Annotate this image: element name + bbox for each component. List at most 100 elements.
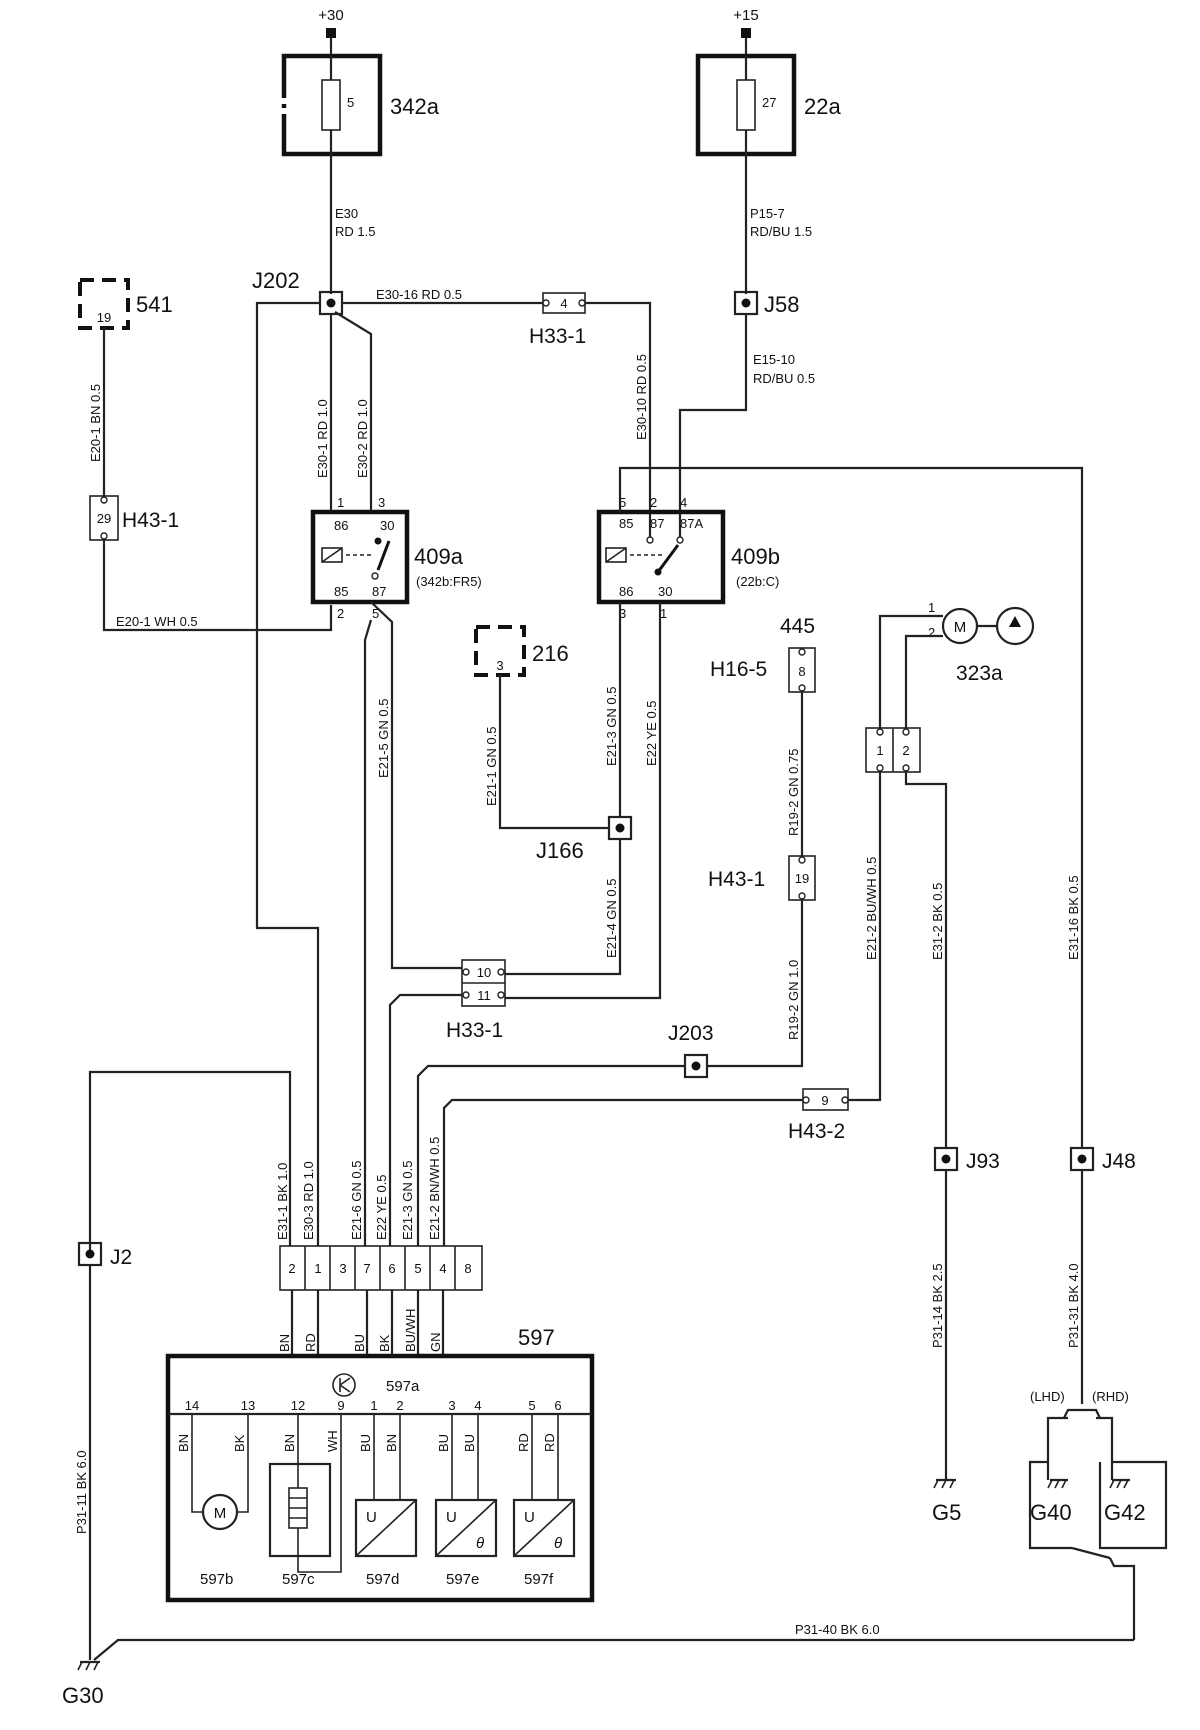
ecu-pin-6: 6 (388, 1261, 395, 1276)
wire-label-e15-10-a: E15-10 (753, 352, 795, 367)
ecu-inner-lead-3: BU (436, 1434, 451, 1452)
relay-409a-p30: 30 (380, 518, 394, 533)
ecu-inner-pin-9: 9 (337, 1398, 344, 1413)
sensor-597e-u: U (446, 1509, 457, 1526)
motor-323a-symbol: M (954, 619, 967, 636)
junction-j93: J93 (933, 1146, 1000, 1173)
ecu-lead-bn: BN (277, 1334, 292, 1352)
connector-h43-1-right: 19 H43-1 (708, 855, 816, 901)
connector-h33-1-mid-pin10: 10 (477, 965, 491, 980)
ecu-pin-7: 7 (363, 1261, 370, 1276)
junction-j202-label: J202 (252, 268, 300, 293)
component-323a-pin1: 1 (928, 600, 935, 615)
ecu-pin-3: 3 (339, 1261, 346, 1276)
wire-label-e30-3: E30-3 RD 1.0 (301, 1161, 316, 1240)
relay-409b-label: 409b (731, 544, 780, 569)
relay-409b-pin2: 2 (650, 495, 657, 510)
ecu-pin-4: 4 (439, 1261, 446, 1276)
wire-label-e21-4: E21-4 GN 0.5 (604, 879, 619, 959)
ecu-inner-lead-5: RD (516, 1433, 531, 1452)
component-216-label: 216 (532, 641, 569, 666)
pump-arrow-icon (1009, 616, 1021, 627)
component-323a-pin2: 2 (928, 625, 935, 640)
ground-g30: G30 (62, 1660, 104, 1708)
ecu-inner-pin-13: 13 (241, 1398, 255, 1413)
wire-label-e30-10: E30-10 RD 0.5 (634, 354, 649, 440)
sensor-597f-u: U (524, 1509, 535, 1526)
connector-h33-1-mid-label: H33-1 (446, 1019, 503, 1042)
relay-409a-pin3: 3 (378, 495, 385, 510)
junction-j203: J203 (668, 1022, 714, 1079)
fuse-number-22a: 27 (762, 95, 776, 110)
wire-label-e30-a: E30 (335, 206, 358, 221)
ecu-inner-lead-13: BK (232, 1434, 247, 1452)
wire-label-e21-2-dn: E21-2 BN/WH 0.5 (427, 1137, 442, 1240)
relay-409a-pin5: 5 (372, 606, 379, 621)
ecu-inner-lead-1: BU (358, 1434, 373, 1452)
ecu-pin-2: 2 (288, 1261, 295, 1276)
fuse-box-22a: 27 22a (695, 53, 841, 157)
ecu-inner-pin-1: 1 (370, 1398, 377, 1413)
ground-g40-label: G40 (1030, 1500, 1072, 1525)
supply-15: +15 (733, 7, 759, 56)
connector-h43-2-pin: 9 (821, 1093, 828, 1108)
relay-409b-ref: (22b:C) (736, 574, 779, 589)
ecu-lead-rd: RD (303, 1333, 318, 1352)
connector-h33-1-mid: 10 11 H33-1 (446, 959, 506, 1042)
ecu-inner-pin-5: 5 (528, 1398, 535, 1413)
relay-409a-ref: (342b:FR5) (416, 574, 482, 589)
motor-597b-symbol: M (214, 1505, 227, 1522)
ground-g5: G5 (932, 1478, 961, 1525)
connector-h43-1-right-pin: 19 (795, 871, 809, 886)
junction-j202: J202 (252, 268, 344, 316)
connector-h43-1-left-label: H43-1 (122, 509, 179, 532)
component-541: 19 541 (78, 278, 173, 330)
ecu-pin-5: 5 (414, 1261, 421, 1276)
junction-j58-label: J58 (764, 292, 799, 317)
ecu-inner-lead-4: BU (462, 1434, 477, 1452)
relay-409b-pin1: 1 (660, 606, 667, 621)
junction-j203-label: J203 (668, 1022, 714, 1045)
junction-j2: J2 (77, 1241, 132, 1269)
ecu-lead-buwh: BU/WH (403, 1309, 418, 1352)
wire-label-e21-3-up: E21-3 GN 0.5 (604, 687, 619, 767)
supply-15-label: +15 (733, 7, 758, 24)
ecu-inner-lead-12: BN (282, 1434, 297, 1452)
connector-h16-5-label: H16-5 (710, 658, 767, 681)
relay-409a: 1 3 86 30 85 87 2 5 409a (342b:FR5) (310, 495, 482, 621)
wire-label-r19-2-up: R19-2 GN 0.75 (786, 749, 801, 836)
wire-label-e30-16: E30-16 RD 0.5 (376, 287, 462, 302)
relay-409b-p86: 86 (619, 584, 633, 599)
connector-h16-5: 8 H16-5 (710, 647, 816, 693)
relay-409b-pin3: 3 (619, 606, 626, 621)
wire-label-e22-dn: E22 YE 0.5 (374, 1174, 389, 1240)
ecu-inner-pin-12: 12 (291, 1398, 305, 1413)
wire-label-p31-11: P31-11 BK 6.0 (74, 1450, 89, 1534)
ecu-inner-pin-4: 4 (474, 1398, 481, 1413)
component-597d-label: 597d (366, 1571, 399, 1588)
connector-h33-1-mid-pin11: 11 (477, 988, 491, 1003)
ground-g42: G42 (1104, 1478, 1146, 1525)
label-rhd: (RHD) (1092, 1389, 1129, 1404)
component-597-label: 597 (518, 1325, 555, 1350)
wire-label-e21-1: E21-1 GN 0.5 (484, 727, 499, 807)
ecu-lead-gn: GN (428, 1333, 443, 1353)
wire-label-e15-10-b: RD/BU 0.5 (753, 371, 815, 386)
wire-label-e21-2-up: E21-2 BU/WH 0.5 (864, 857, 879, 960)
connector-323a-pin2: 2 (902, 743, 909, 758)
component-216-pin: 3 (496, 658, 503, 673)
ground-g42-label: G42 (1104, 1500, 1146, 1525)
ground-g5-label: G5 (932, 1500, 961, 1525)
component-445: 445 (780, 615, 815, 638)
fuse-label-342a: 342a (390, 94, 440, 119)
wire-label-e30-2: E30-2 RD 1.0 (355, 399, 370, 478)
ecu-inner-lead-9: WH (325, 1430, 340, 1452)
ground-g30-label: G30 (62, 1683, 104, 1708)
wire-label-p31-40: P31-40 BK 6.0 (795, 1622, 880, 1637)
wire-label-e30-1: E30-1 RD 1.0 (315, 399, 330, 478)
junction-j166: J166 (536, 815, 633, 863)
component-323a-label: 323a (956, 662, 1003, 685)
component-541-pin: 19 (97, 310, 111, 325)
connector-h16-5-pin: 8 (798, 664, 805, 679)
